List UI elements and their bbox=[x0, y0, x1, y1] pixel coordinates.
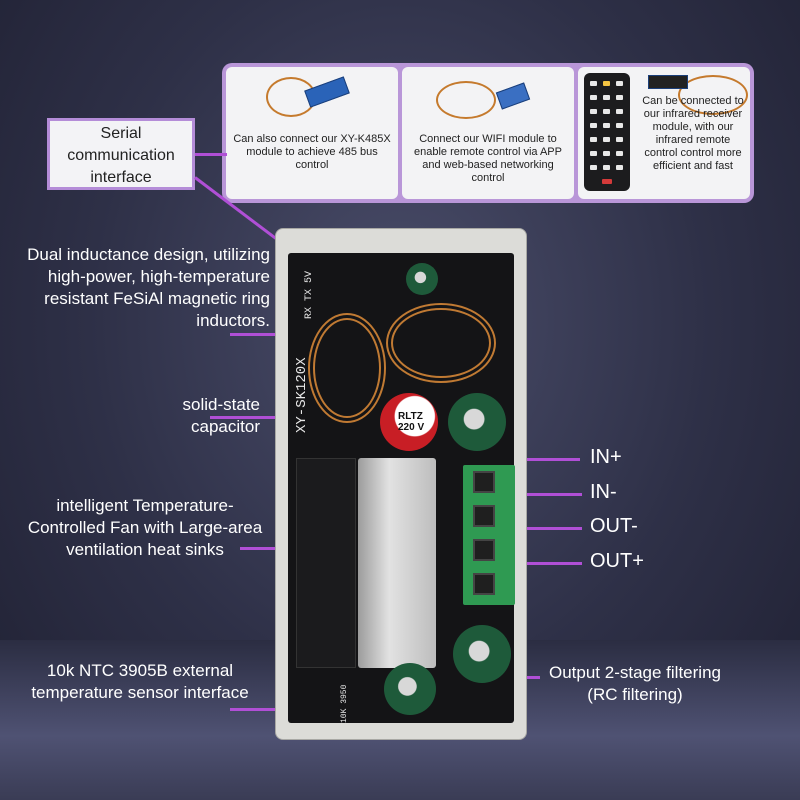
capacitor-label: solid-state capacitor bbox=[182, 395, 260, 436]
feature-strip: Can also connect our XY-K485X module to … bbox=[222, 63, 754, 203]
board-pins: RX TX 5V bbox=[304, 270, 315, 319]
inductor-top bbox=[386, 303, 496, 383]
inductor-left bbox=[308, 313, 386, 423]
wifi-caption: Connect our WIFI module to enable remote… bbox=[414, 133, 562, 184]
output-capacitor-2 bbox=[453, 625, 511, 683]
pcb-board: XY-SK120X RX TX 5V RLTZ 220 V 10K 3950 bbox=[288, 253, 515, 723]
terminal-block bbox=[463, 465, 515, 605]
solid-state-capacitor bbox=[380, 393, 438, 451]
out-minus-label: OUT- bbox=[590, 515, 638, 537]
small-capacitor bbox=[406, 263, 438, 295]
in-minus-label: IN- bbox=[590, 481, 617, 503]
capacitor-marking: RLTZ 220 V bbox=[398, 411, 425, 433]
large-capacitor-top bbox=[448, 393, 506, 451]
in-plus-line bbox=[495, 458, 580, 461]
ntc-label: 10k NTC 3905B external temperature senso… bbox=[31, 661, 249, 702]
wifi-module-icon bbox=[412, 73, 564, 127]
wifi-panel: Connect our WIFI module to enable remote… bbox=[402, 67, 574, 199]
ntc-marking: 10K 3950 bbox=[340, 684, 349, 723]
out-plus-line bbox=[497, 562, 582, 565]
fan-label: intelligent Temperature-Controlled Fan w… bbox=[27, 496, 263, 559]
out-minus-line bbox=[497, 527, 582, 530]
converter-module: XY-SK120X RX TX 5V RLTZ 220 V 10K 3950 bbox=[275, 228, 527, 740]
serial-interface-label: Serial communication interface bbox=[47, 118, 195, 190]
ir-remote-icon bbox=[584, 73, 630, 191]
ir-panel: Can be connected to our infrared receive… bbox=[578, 67, 750, 199]
inductor-label: Dual inductance design, utilizing high-p… bbox=[27, 245, 270, 330]
rs485-caption: Can also connect our XY-K485X module to … bbox=[233, 133, 391, 171]
in-plus-label: IN+ bbox=[590, 446, 622, 468]
output-filter-label: Output 2-stage filtering (RC filtering) bbox=[549, 663, 721, 704]
in-minus-line bbox=[497, 493, 582, 496]
rs485-panel: Can also connect our XY-K485X module to … bbox=[226, 67, 398, 199]
out-plus-label: OUT+ bbox=[590, 550, 644, 572]
heat-sink bbox=[358, 458, 436, 668]
serial-connector-line bbox=[195, 153, 227, 156]
rs485-module-icon bbox=[236, 73, 388, 127]
ir-caption: Can be connected to our infrared receive… bbox=[642, 95, 744, 172]
output-capacitor-1 bbox=[384, 663, 436, 715]
cooling-fan bbox=[296, 458, 356, 668]
